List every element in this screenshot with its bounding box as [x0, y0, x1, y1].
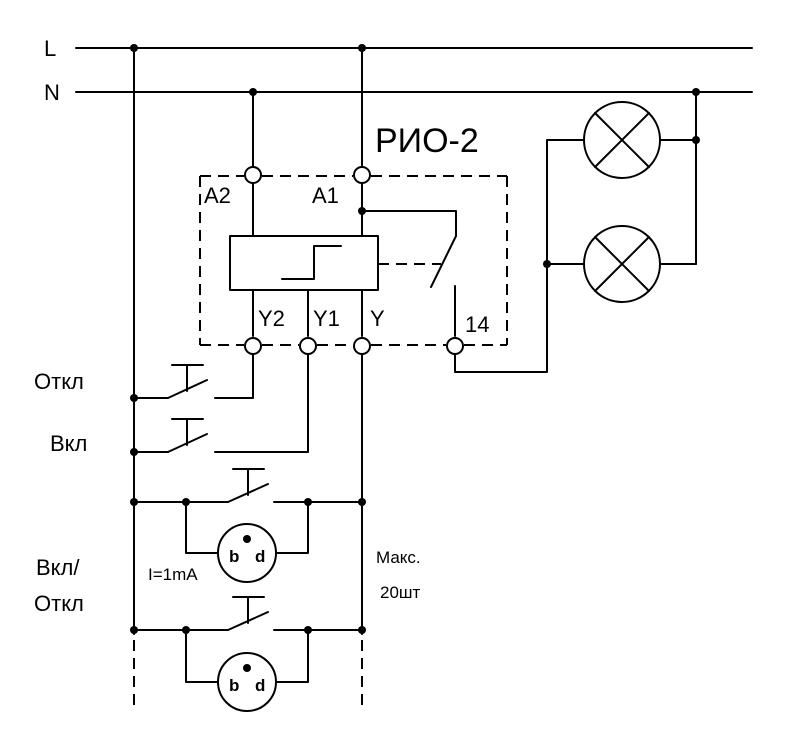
label-a1: A1: [312, 183, 339, 208]
toggle-button-2: b d: [133, 596, 363, 712]
svg-text:d: d: [255, 547, 265, 566]
label-n: N: [44, 80, 60, 105]
indicator-lamp-1: b d: [217, 523, 277, 583]
label-on: Вкл: [50, 431, 87, 456]
terminal-a2: [244, 166, 262, 184]
terminal-y1: [299, 337, 317, 355]
on-button: Вкл: [50, 353, 309, 456]
relay-coil: [229, 235, 379, 291]
device-title: РИО-2: [375, 122, 479, 160]
step-symbol: [281, 245, 342, 280]
device-supply-wires: [249, 44, 366, 167]
left-bus: [130, 44, 138, 712]
label-toggle-line1: Вкл/: [36, 555, 80, 580]
toggle-button-1: b d I=1mA: [133, 468, 363, 584]
note-count: 20шт: [380, 583, 421, 602]
off-button: Откл: [34, 353, 254, 399]
svg-text:d: d: [255, 676, 265, 695]
indicator-lamp-2: b d: [217, 652, 277, 712]
relay-contact: [430, 235, 457, 288]
lamp-group: [454, 88, 700, 373]
y-bus: [358, 354, 366, 712]
label-y1: Y1: [313, 306, 340, 331]
terminal-14: [446, 337, 464, 355]
note-max: Макс.: [376, 548, 421, 567]
svg-text:b: b: [229, 676, 239, 695]
lamp-1: [583, 101, 661, 179]
lamp-2: [583, 225, 661, 303]
label-a2: A2: [204, 183, 231, 208]
label-14: 14: [465, 312, 489, 337]
label-off: Откл: [34, 369, 84, 394]
svg-text:b: b: [229, 547, 239, 566]
label-y2: Y2: [258, 306, 285, 331]
terminal-y2: [244, 337, 262, 355]
label-toggle-line2: Откл: [34, 591, 84, 616]
label-current: I=1mA: [148, 565, 198, 584]
label-y: Y: [370, 306, 385, 331]
supply-lines: L N: [44, 36, 753, 105]
terminal-y: [353, 337, 371, 355]
terminal-a1: [353, 166, 371, 184]
device-rio-2: РИО-2 A2 A1 Y2 Y1 Y 14: [199, 122, 508, 355]
label-l: L: [44, 36, 56, 61]
